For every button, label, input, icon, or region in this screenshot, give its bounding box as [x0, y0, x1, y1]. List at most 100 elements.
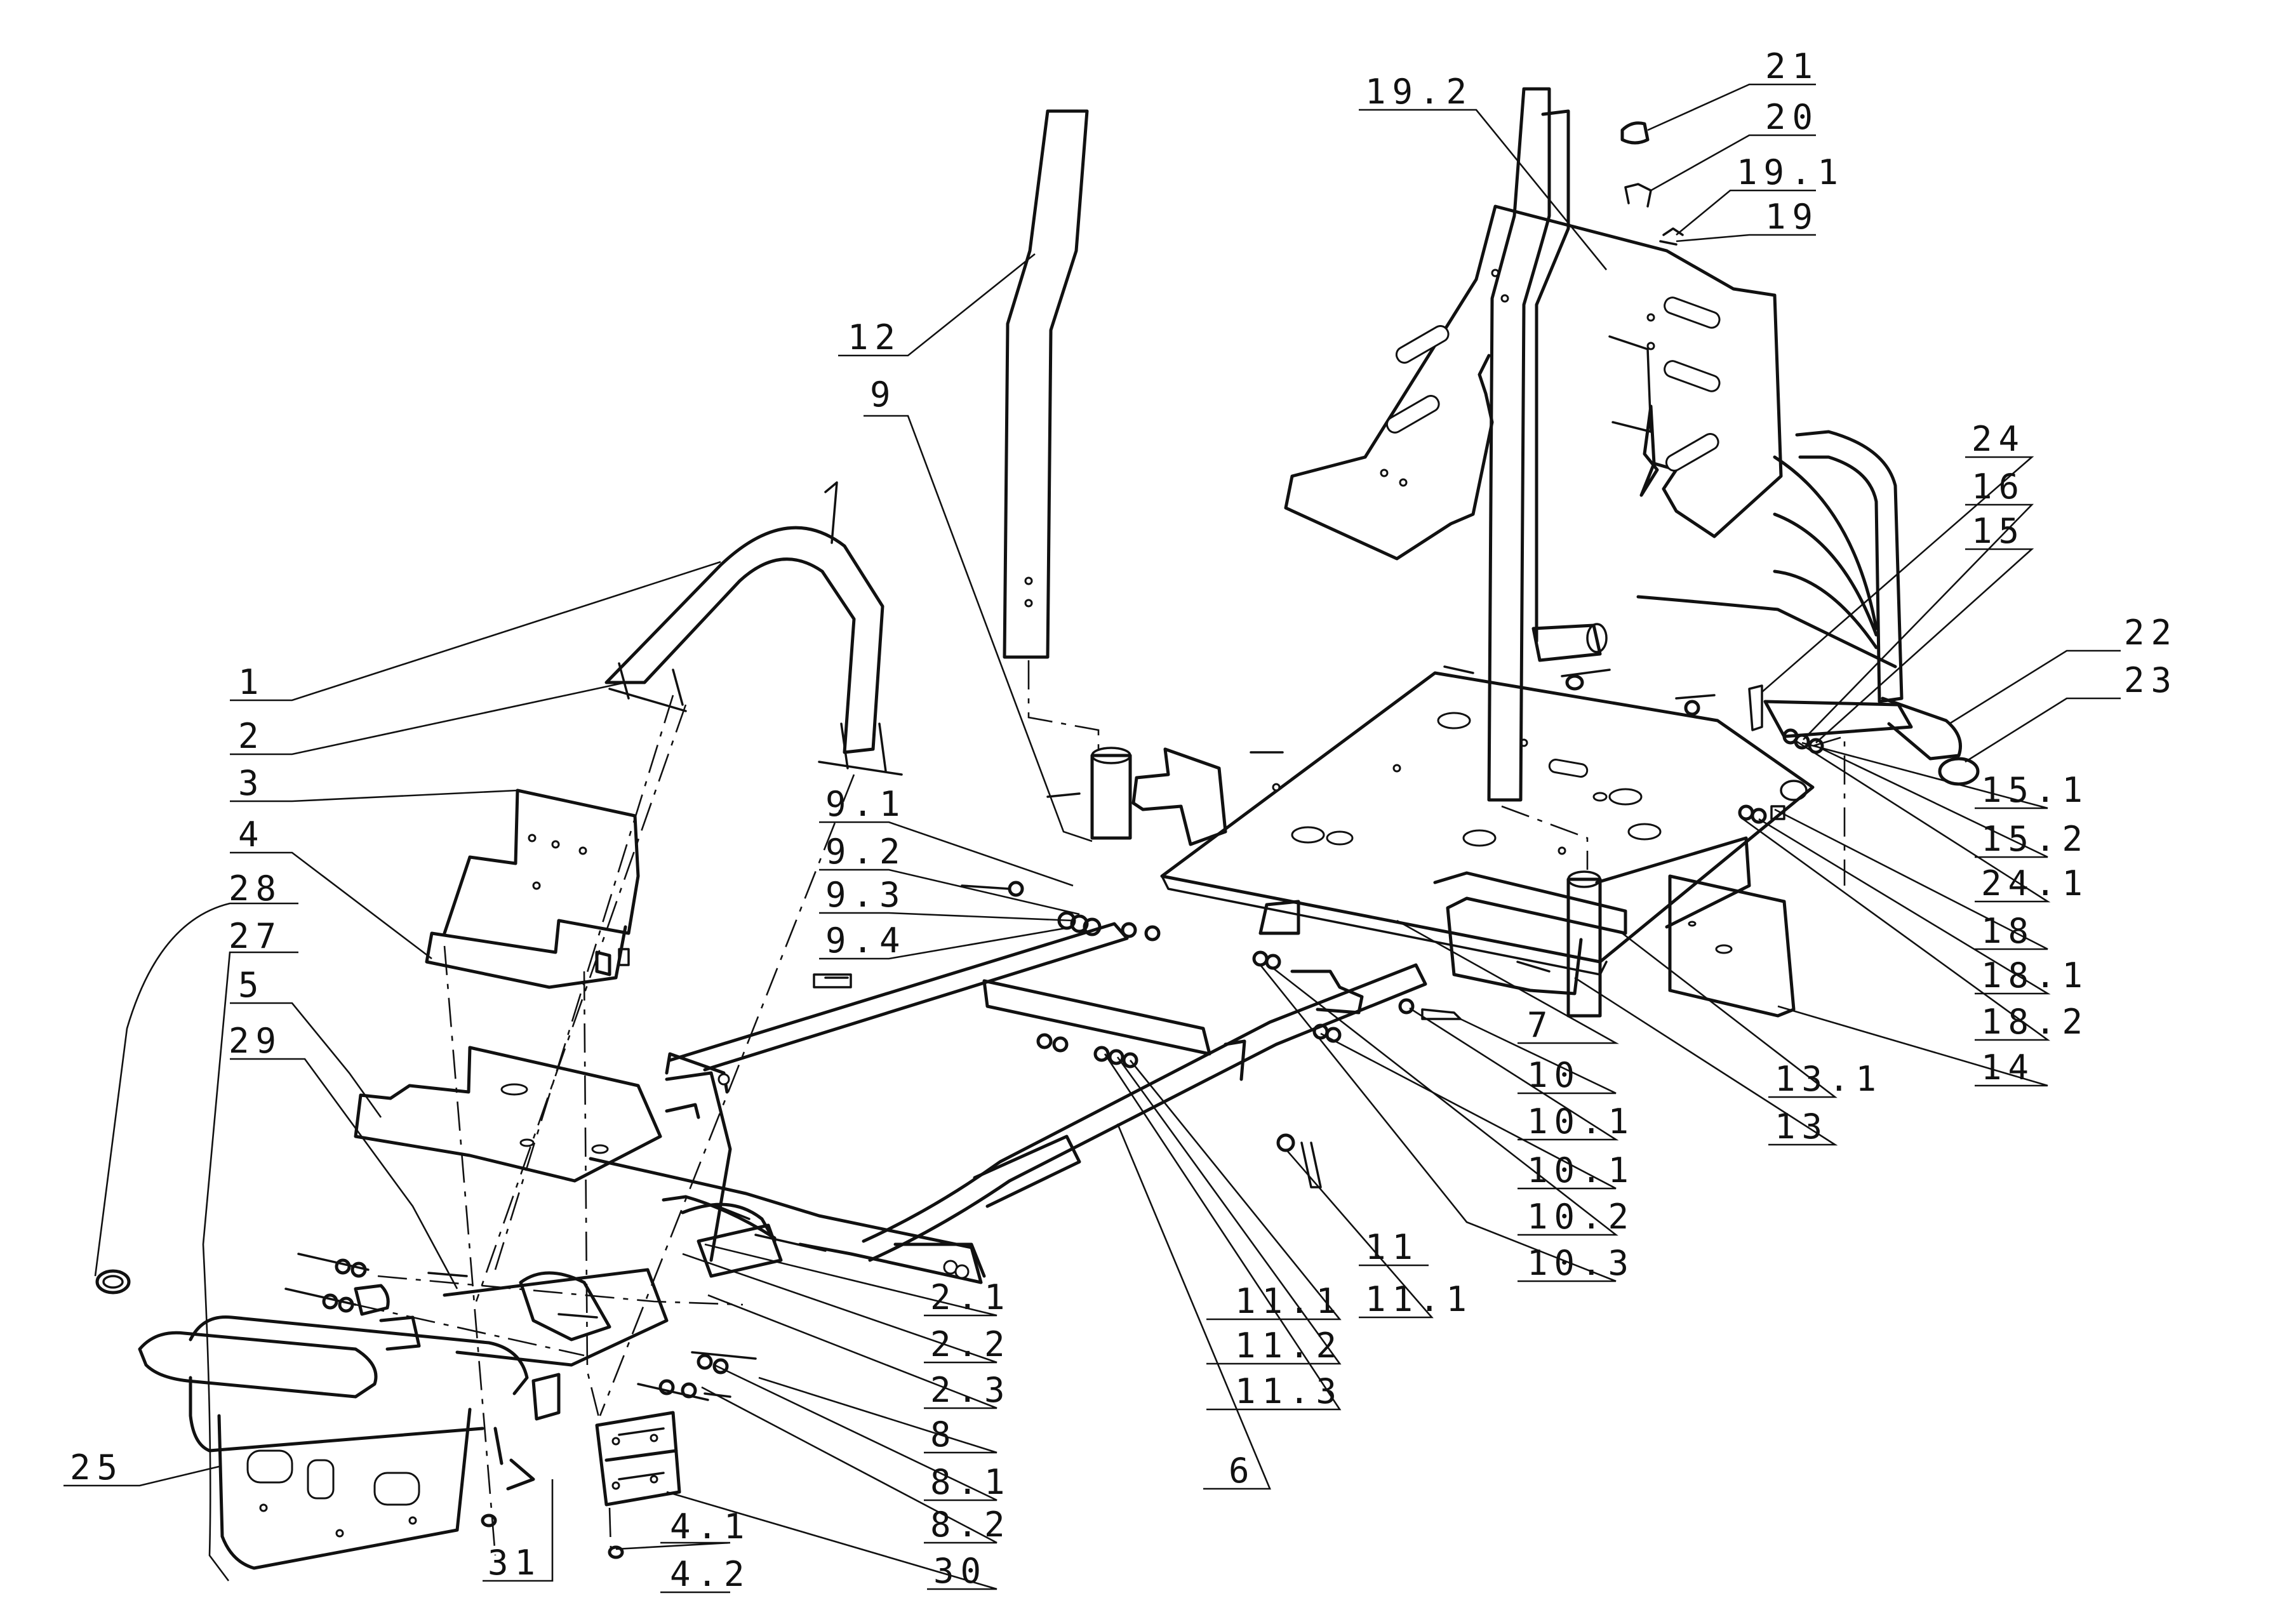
svg-text:11.2: 11.2 — [1235, 1326, 1343, 1366]
main-deck-plate — [1090, 671, 1815, 976]
callout-27: 27 — [202, 916, 298, 1581]
callout-9-2: 9.2 — [819, 832, 1080, 915]
hardware-fasteners — [284, 665, 1824, 1559]
parts-artwork — [95, 87, 1980, 1570]
svg-text:3: 3 — [238, 763, 265, 803]
callout-21: 21 — [1647, 46, 1819, 131]
callout-18: 18 — [1774, 808, 2048, 951]
svg-text:9.3: 9.3 — [825, 875, 907, 915]
svg-text:11.1: 11.1 — [1235, 1281, 1343, 1321]
callout-15-2: 15.2 — [1815, 745, 2083, 859]
callout-24-1: 24.1 — [1793, 738, 2083, 903]
callout-10-1b: 10.1 — [1409, 1007, 1635, 1141]
svg-text:5: 5 — [238, 965, 265, 1005]
callout-9: 9 — [864, 375, 1093, 842]
svg-text:11.3: 11.3 — [1235, 1371, 1343, 1411]
svg-text:4.2: 4.2 — [670, 1554, 751, 1594]
svg-text:10.1: 10.1 — [1527, 1102, 1635, 1141]
roll-bar-hoop — [604, 481, 903, 776]
callout-4: 4 — [230, 815, 432, 960]
svg-text:30: 30 — [933, 1551, 987, 1591]
callout-12: 12 — [838, 253, 1036, 357]
rear-bracket-assembly — [1433, 836, 1796, 1018]
svg-text:6: 6 — [1229, 1451, 1256, 1491]
svg-text:19: 19 — [1765, 197, 1819, 237]
svg-text:18.2: 18.2 — [1981, 1002, 2089, 1042]
svg-text:19.1: 19.1 — [1737, 152, 1845, 192]
svg-text:18.1: 18.1 — [1981, 955, 2089, 995]
svg-text:23: 23 — [2124, 660, 2178, 700]
svg-text:25: 25 — [70, 1448, 124, 1488]
callout-8-1: 8.1 — [714, 1364, 1005, 1502]
mounting-plate — [595, 1411, 681, 1507]
svg-text:9.4: 9.4 — [825, 921, 907, 961]
svg-text:21: 21 — [1765, 46, 1819, 86]
svg-text:15: 15 — [1971, 511, 2025, 551]
svg-text:2.3: 2.3 — [930, 1370, 1011, 1410]
callout-10-2: 10.2 — [1272, 967, 1635, 1237]
callout-19-1: 19.1 — [1676, 152, 1845, 236]
callout-29: 29 — [229, 1021, 458, 1289]
callout-24: 24 — [1761, 419, 2034, 693]
svg-text:4.1: 4.1 — [670, 1507, 751, 1547]
svg-text:9.1: 9.1 — [825, 784, 907, 824]
svg-text:13.1: 13.1 — [1775, 1059, 1883, 1099]
callout-16: 16 — [1803, 467, 2034, 740]
callout-2: 2 — [230, 681, 626, 756]
callout-8-2: 8.2 — [701, 1386, 1011, 1545]
callout-9-3: 9.3 — [819, 875, 1074, 922]
svg-text:11.1: 11.1 — [1365, 1279, 1473, 1319]
callouts: 1 2 3 4 28 27 5 29 25 31 4.1 4.2 30 8.2 … — [63, 46, 2178, 1594]
callout-15: 15 — [1815, 511, 2034, 743]
svg-text:22: 22 — [2124, 613, 2178, 653]
backrest-plate — [1284, 87, 1783, 802]
svg-text:2.1: 2.1 — [930, 1277, 1011, 1317]
main-frame-rails — [589, 922, 1427, 1284]
callout-11-3: 11.3 — [1104, 1053, 1343, 1411]
svg-text:14: 14 — [1981, 1048, 2035, 1088]
svg-text:4: 4 — [238, 815, 265, 855]
svg-text:11: 11 — [1365, 1227, 1419, 1267]
upright-bar-left — [1003, 109, 1089, 659]
floor-plate — [354, 1046, 662, 1183]
rear-hoop-tube — [1531, 430, 1980, 801]
callout-11-2: 11.2 — [1116, 1056, 1343, 1366]
svg-text:1: 1 — [238, 662, 265, 702]
callout-2-1: 2.1 — [704, 1243, 1011, 1317]
callout-6: 6 — [1116, 1123, 1271, 1491]
svg-text:29: 29 — [229, 1021, 283, 1061]
callout-9-1: 9.1 — [819, 784, 1074, 887]
svg-text:27: 27 — [229, 916, 283, 956]
callout-19-2: 19.2 — [1359, 72, 1608, 270]
callout-20: 20 — [1650, 97, 1819, 192]
callout-31: 31 — [483, 1479, 554, 1583]
svg-text:2: 2 — [238, 716, 265, 756]
callout-4-2: 4.2 — [660, 1554, 751, 1594]
callout-9-4: 9.4 — [819, 921, 1074, 961]
svg-text:7: 7 — [1527, 1005, 1554, 1045]
svg-text:8.2: 8.2 — [930, 1505, 1011, 1545]
callout-3: 3 — [230, 763, 518, 803]
callout-18-2: 18.2 — [1742, 818, 2089, 1042]
svg-text:10.2: 10.2 — [1527, 1197, 1635, 1237]
callout-23: 23 — [1965, 660, 2178, 763]
callout-7: 7 — [1396, 919, 1619, 1045]
svg-text:10: 10 — [1527, 1055, 1581, 1095]
callout-14: 14 — [1777, 1005, 2048, 1088]
svg-text:28: 28 — [229, 869, 283, 909]
callout-11-1b: 11.1 — [1285, 1148, 1473, 1319]
callout-28: 28 — [94, 869, 298, 1277]
callout-11: 11 — [1359, 1227, 1429, 1267]
alignment-lines — [355, 660, 1846, 1556]
callout-18-1: 18.1 — [1758, 818, 2089, 995]
callout-5: 5 — [230, 965, 382, 1118]
callout-13: 13 — [1574, 976, 1838, 1147]
callout-10: 10 — [1460, 1018, 1617, 1095]
svg-text:20: 20 — [1765, 97, 1819, 137]
callout-8: 8 — [758, 1376, 997, 1454]
svg-text:24: 24 — [1971, 419, 2025, 459]
svg-text:10.1: 10.1 — [1527, 1150, 1635, 1190]
svg-text:9.2: 9.2 — [825, 832, 907, 872]
svg-text:8: 8 — [930, 1414, 957, 1454]
callout-11-1a: 11.1 — [1129, 1060, 1343, 1321]
